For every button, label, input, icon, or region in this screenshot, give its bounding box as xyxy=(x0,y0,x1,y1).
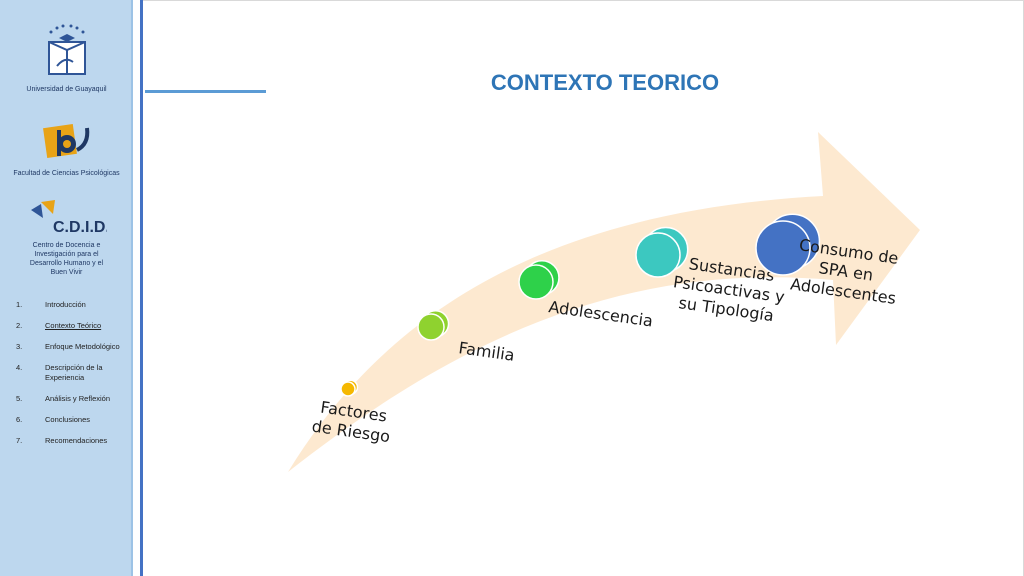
step-marker xyxy=(340,381,356,397)
menu-item-number: 5. xyxy=(16,394,23,403)
menu-item-label: Contexto Teórico xyxy=(45,321,102,330)
cdid-line-1: Centro de Docencia e xyxy=(32,242,101,249)
menu-item[interactable]: 4. Descripción de la Experiencia xyxy=(16,363,131,383)
menu-item-number: 2. xyxy=(16,321,23,330)
step-label: SustanciasPsicoactivas ysu Tipología xyxy=(669,252,788,326)
menu-item-label: Enfoque Metodológico xyxy=(45,342,120,351)
step-label-line: Familia xyxy=(457,338,515,365)
menu-item[interactable]: 3. Enfoque Metodológico xyxy=(16,342,131,352)
menu-item-active[interactable]: 2. Contexto Teórico xyxy=(16,321,131,331)
cdid-logo: C.D.I.D. Centro de Docencia e Investigac… xyxy=(0,196,133,277)
top-border xyxy=(143,0,1024,1)
sidebar-divider xyxy=(140,0,143,576)
cdid-line-2: Investigación para el xyxy=(34,251,99,258)
step-marker xyxy=(635,232,681,278)
menu-item-number: 6. xyxy=(16,415,23,424)
menu-item[interactable]: 1. Introducción xyxy=(16,300,131,310)
menu-item[interactable]: 7. Recomendaciones xyxy=(16,436,131,446)
step-label: Adolescencia xyxy=(547,297,654,330)
menu-item-number: 4. xyxy=(16,363,23,372)
cdid-line-4: Buen Vivir xyxy=(50,269,83,276)
menu-item-label: Conclusiones xyxy=(45,415,91,424)
menu-item-label: Introducción xyxy=(45,300,86,309)
faculty-name: Facultad de Ciencias Psicológicas xyxy=(13,170,120,177)
cdid-logo-text: C.D.I.D. xyxy=(53,219,107,236)
faculty-emblem-icon xyxy=(42,124,89,158)
title-rule xyxy=(145,90,266,93)
menu-item-number: 1. xyxy=(16,300,23,309)
step-marker xyxy=(417,313,445,341)
process-arrow-diagram: Factoresde RiesgoFamiliaAdolescenciaSust… xyxy=(288,132,920,472)
menu-item-label: Descripción de la Experiencia xyxy=(45,363,103,382)
section-menu: 1. Introducción 2. Contexto Teórico 3. Enfo… xyxy=(16,300,131,457)
step-marker xyxy=(755,220,811,276)
step-label: Familia xyxy=(457,338,515,365)
page-title: CONTEXTO TEORICO xyxy=(490,70,720,95)
cdid-emblem-icon: C.D.I.D. xyxy=(30,200,109,236)
menu-item-number: 3. xyxy=(16,342,23,351)
menu-item[interactable]: 6. Conclusiones xyxy=(16,415,131,425)
curved-arrow xyxy=(288,132,920,472)
menu-item-number: 7. xyxy=(16,436,23,445)
menu-item-label: Análisis y Reflexión xyxy=(45,394,111,403)
step-label-line: Adolescencia xyxy=(547,297,654,330)
university-name: Universidad de Guayaquil xyxy=(26,86,107,93)
university-logo: Universidad de Guayaquil xyxy=(0,22,133,94)
menu-item-label: Recomendaciones xyxy=(45,436,108,445)
menu-item[interactable]: 5. Análisis y Reflexión xyxy=(16,394,131,404)
cdid-line-3: Desarrollo Humano y el xyxy=(29,260,104,267)
sidebar: Universidad de Guayaquil Facultad de Cie… xyxy=(0,0,133,576)
step-marker xyxy=(518,264,554,300)
faculty-logo: Facultad de Ciencias Psicológicas xyxy=(0,120,133,178)
university-crest-icon xyxy=(47,24,86,75)
